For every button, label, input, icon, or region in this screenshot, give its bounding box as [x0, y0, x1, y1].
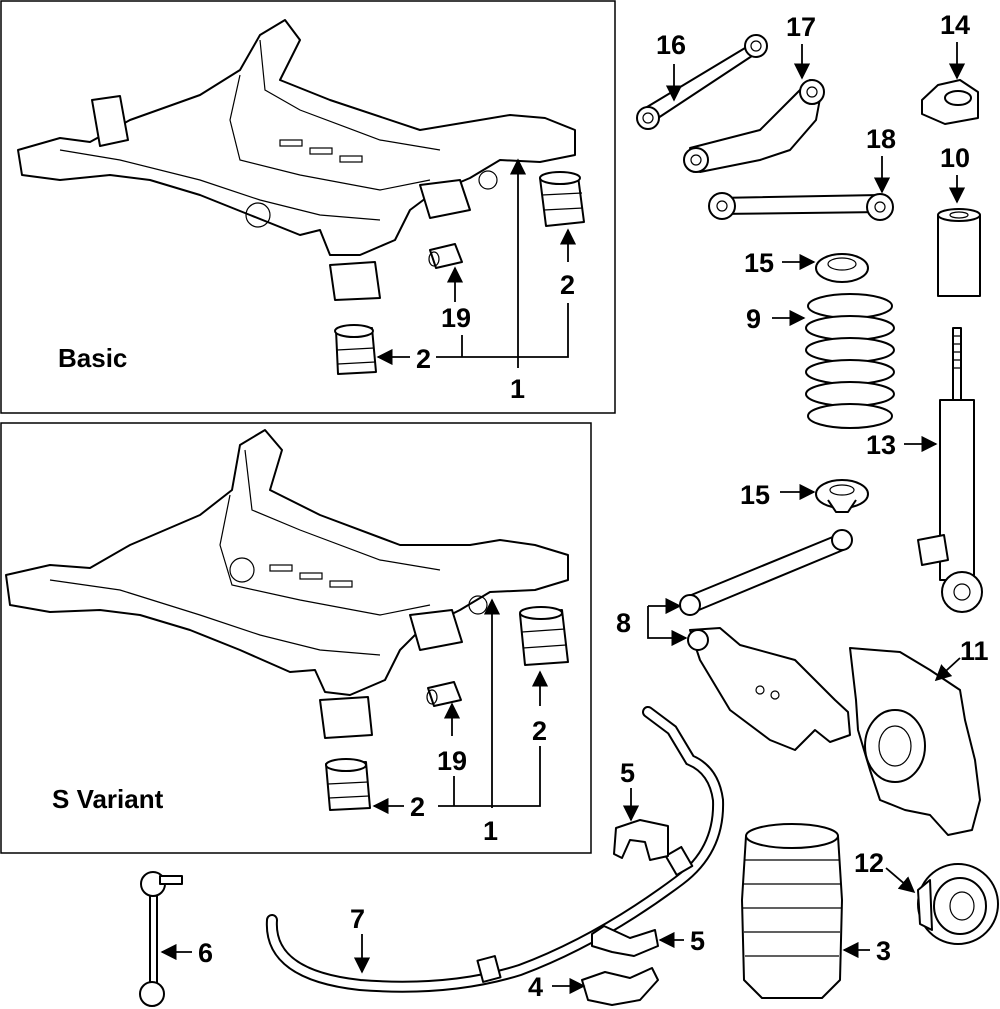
- hub-bearing-12: 12: [854, 848, 999, 945]
- callout-6: 6: [198, 938, 213, 968]
- spring-pad-15-upper: 15: [744, 248, 869, 283]
- callout-19-basic: 19: [441, 303, 471, 333]
- coil-spring-9: 9: [746, 293, 895, 429]
- callout-8: 8: [616, 608, 631, 638]
- callout-2-basic-b: 2: [560, 270, 575, 300]
- rear-subframe-s-variant: [5, 429, 569, 739]
- bushing-2-basic-lower: [334, 324, 377, 375]
- callout-7: 7: [350, 904, 365, 934]
- toe-link-18: 18: [708, 124, 896, 221]
- air-spring-3: 3: [741, 823, 891, 999]
- callout-16: 16: [656, 30, 686, 60]
- panel-basic-label: Basic: [58, 343, 127, 373]
- callout-11: 11: [960, 636, 989, 666]
- callout-5-lower: 5: [690, 926, 705, 956]
- panel-basic-frame: [0, 0, 616, 414]
- lower-control-arm-8: 8: [616, 597, 851, 751]
- panel-s-variant: S Variant 1 2 2 19: [0, 422, 592, 854]
- stabilizer-bar-7: 7: [265, 706, 725, 993]
- stabilizer-bracket-4: 4: [528, 967, 659, 1006]
- bushing-19-s-variant: [426, 681, 462, 707]
- bushing-2-s-variant-lower: [325, 758, 371, 811]
- lower-link-8-upper: [679, 529, 853, 616]
- callout-14: 14: [940, 10, 970, 40]
- callout-12: 12: [854, 848, 884, 878]
- panel-basic: Basic 1 2 2 19: [0, 0, 616, 414]
- callout-17: 17: [786, 12, 816, 42]
- bushing-2-s-variant-upper: [519, 606, 569, 666]
- shock-absorber-13: 13: [866, 327, 983, 613]
- callout-1-s-variant: 1: [483, 816, 498, 846]
- dust-boot-10: 10: [937, 143, 981, 297]
- stabilizer-clamp-5-lower: 5: [591, 925, 705, 957]
- bushing-19-basic: [428, 243, 463, 269]
- stabilizer-bushing-5-upper: 5: [613, 758, 669, 861]
- camber-arm-17: 17: [683, 12, 825, 173]
- top-mount-14: 14: [921, 10, 979, 125]
- rear-subframe-basic: [17, 19, 576, 301]
- callout-15-upper: 15: [744, 248, 774, 278]
- callout-2-s-variant-b: 2: [532, 716, 547, 746]
- callout-3: 3: [876, 936, 891, 966]
- callout-2-basic-a: 2: [416, 344, 431, 374]
- callout-10: 10: [940, 143, 970, 173]
- callout-2-s-variant-a: 2: [410, 792, 425, 822]
- callout-13: 13: [866, 430, 896, 460]
- upper-link-16: 16: [636, 30, 768, 130]
- callout-5-upper: 5: [620, 758, 635, 788]
- callout-18: 18: [866, 124, 896, 154]
- panel-s-variant-label: S Variant: [52, 784, 164, 814]
- callout-19-s-variant: 19: [437, 746, 467, 776]
- spring-pad-15-lower: 15: [740, 479, 869, 513]
- wheel-knuckle-11: 11: [849, 636, 989, 836]
- panel-s-variant-frame: [0, 422, 592, 854]
- callout-1-basic: 1: [510, 374, 525, 404]
- callout-15-lower: 15: [740, 480, 770, 510]
- callout-9: 9: [746, 304, 761, 334]
- bushing-2-basic-upper: [539, 171, 585, 227]
- callout-4: 4: [528, 972, 543, 1002]
- stabilizer-link-6: 6: [139, 871, 213, 1007]
